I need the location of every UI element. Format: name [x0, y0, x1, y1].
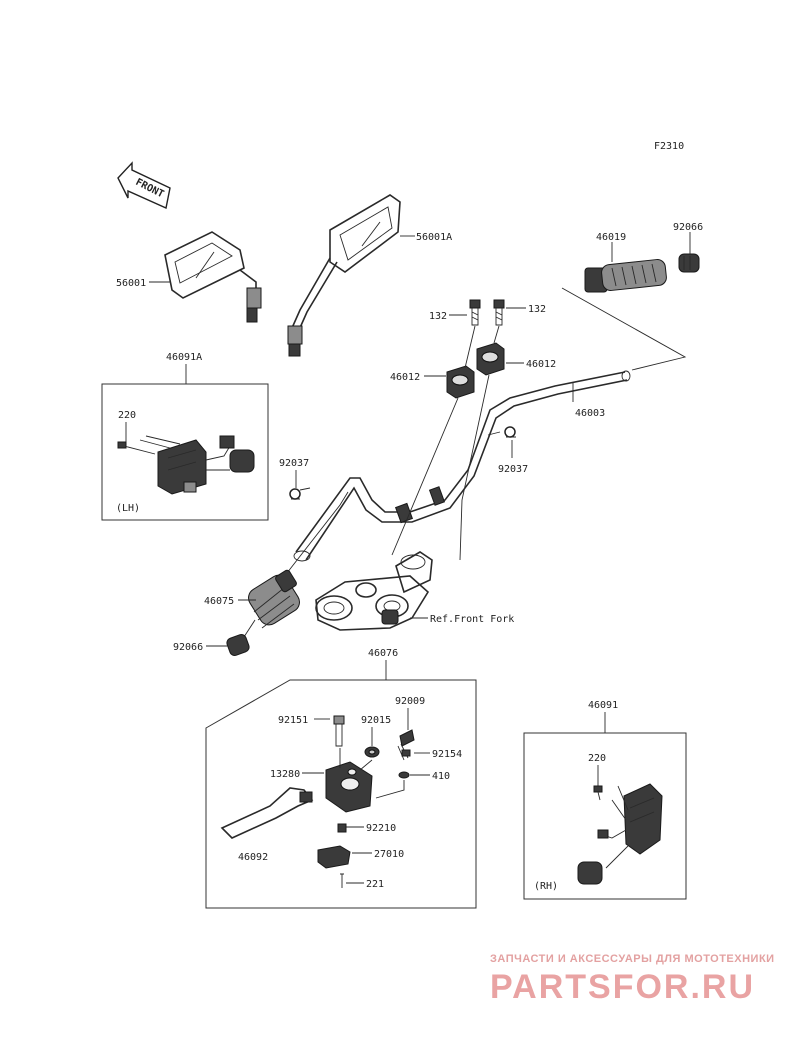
label-132-left: 132	[429, 311, 447, 322]
label-92009: 92009	[395, 696, 425, 707]
watermark-tagline: ЗАПЧАСТИ И АКСЕССУАРЫ ДЛЯ МОТОТЕХНИКИ	[490, 953, 775, 965]
label-132-right: 132	[528, 304, 546, 315]
label-lh: (LH)	[116, 503, 140, 514]
front-arrow-icon: FRONT	[117, 161, 171, 209]
bolt-left-part	[469, 299, 481, 326]
grip-end-left-part	[226, 634, 250, 656]
watermark-brand: PARTSFOR.RU	[490, 968, 755, 1006]
lever-assembly-box	[205, 679, 477, 909]
label-rh: (RH)	[534, 881, 558, 892]
lever-assembly-parts	[220, 715, 415, 888]
label-46076: 46076	[368, 648, 398, 659]
left-grip-part	[248, 569, 300, 629]
handlebar-part	[293, 370, 631, 562]
figure-code: F2310	[654, 141, 684, 152]
label-27010: 27010	[374, 849, 404, 860]
label-46003: 46003	[575, 408, 605, 419]
right-grip-part	[584, 259, 667, 293]
label-410: 410	[432, 771, 450, 782]
left-switch-part	[117, 435, 255, 495]
label-46092: 46092	[238, 852, 268, 863]
clamp-right-part	[487, 426, 516, 438]
label-92015: 92015	[361, 715, 391, 726]
label-46091A: 46091A	[166, 352, 202, 363]
label-56001: 56001	[116, 278, 146, 289]
label-56001A: 56001A	[416, 232, 452, 243]
label-46012-left: 46012	[390, 372, 420, 383]
label-46075: 46075	[204, 596, 234, 607]
lh-switch-box	[101, 383, 269, 521]
label-221: 221	[366, 879, 384, 890]
bolt-right-part	[493, 299, 505, 326]
mirror-right-part	[287, 194, 401, 357]
grip-end-right-part	[678, 253, 700, 273]
label-46019: 46019	[596, 232, 626, 243]
partsfor-watermark: ЗАПЧАСТИ И АКСЕССУАРЫ ДЛЯ МОТОТЕХНИКИ PA…	[490, 953, 775, 1006]
label-92154: 92154	[432, 749, 462, 760]
clamp-left-part	[289, 487, 311, 500]
label-220-rh: 220	[588, 753, 606, 764]
holder-right-part	[476, 342, 505, 376]
label-92037-left: 92037	[279, 458, 309, 469]
label-92066-top: 92066	[673, 222, 703, 233]
right-switch-part	[577, 783, 663, 885]
holder-left-part	[446, 365, 475, 399]
label-92037-right: 92037	[498, 464, 528, 475]
assembly-guide-lines	[241, 287, 687, 641]
label-13280: 13280	[270, 769, 300, 780]
rh-switch-box	[523, 732, 687, 900]
label-92210: 92210	[366, 823, 396, 834]
label-46012-right: 46012	[526, 359, 556, 370]
label-92151: 92151	[278, 715, 308, 726]
label-220-lh: 220	[118, 410, 136, 421]
label-92066-bottom: 92066	[173, 642, 203, 653]
label-46091: 46091	[588, 700, 618, 711]
mirror-left-part	[164, 231, 262, 323]
label-ref-front-fork: Ref.Front Fork	[430, 614, 514, 625]
